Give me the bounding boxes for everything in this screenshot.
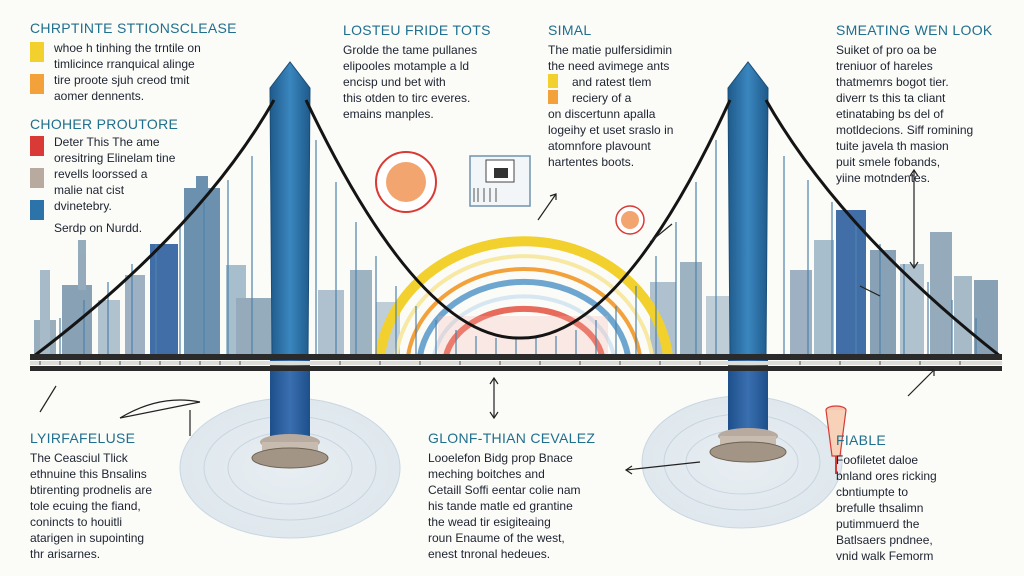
top-right-line: etinatabing bs del of [836,107,944,121]
top-center-right-line: and ratest tlem [572,75,652,89]
mid-left-line: malie nat cist [54,183,125,197]
top-right-panel: SMEATING WEN LOOK Suiket of pro oa be tr… [836,22,1016,186]
bottom-center-line: roun Enaume of the west, [428,531,565,545]
bottom-center-line: Cetaill Soffi eentar colie nam [428,483,581,497]
bottom-center-line: his tande matle ed grantine [428,499,573,513]
bottom-left-line: ethnuine this Bnsalins [30,467,147,481]
top-right-line: treniuor of hareles [836,59,933,73]
top-right-line: Suiket of pro oa be [836,43,937,57]
orange-swatch [30,74,44,94]
bottom-right-line: Batlsaers pndnee, [836,533,933,547]
dimension-arrows [39,168,935,475]
taupe-swatch [30,168,44,188]
top-center-right-panel: SIMAL The matie pulfersidimin the need a… [548,22,728,170]
suspender-cables [59,140,977,356]
top-left-line: timlicince rranquical alinge [54,57,195,71]
small-orange-circle-icon [615,205,645,235]
orange-circle-icon [375,151,437,213]
red-swatch [30,136,44,156]
bottom-right-heading: FIABLE [836,432,887,448]
skyline-left [34,176,272,356]
mid-left-panel: CHOHER PROUTORE [30,116,250,136]
bottom-right-line: brefulle thsalimn [836,501,924,515]
mid-left-line: oresitring Elinelam tine [54,151,176,165]
top-center-heading: LOSTEU FRIDE TOTS [343,22,491,38]
yellow-swatch [30,42,44,62]
bottom-right-panel: FIABLE Foofiletet daloe bnland ores rick… [836,432,1016,564]
top-center-line: this otden to tirc everes. [343,91,471,105]
main-cables [33,99,1001,358]
top-center-panel: LOSTEU FRIDE TOTS Grolde the tame pullan… [343,22,533,122]
top-left-panel: CHRPTINTE STTIONSCLEASE [30,20,250,40]
top-right-line: tuite javela th masion [836,139,949,153]
bottom-right-line: Foofiletet daloe [836,453,919,467]
mid-left-line: revells loorssed a [54,167,148,181]
bottom-right-line: bnland ores ricking [836,469,937,483]
bottom-left-line: atarigen in supointing [30,531,145,545]
mid-left-line: Deter This The ame [54,135,160,149]
bottom-right-line: putimmuerd the [836,517,920,531]
bottom-left-line: conincts to houitli [30,515,123,529]
top-center-right-line: the need avimege ants [548,59,670,73]
top-left-line: tire proote sjuh creod tmit [54,73,190,87]
top-right-heading: SMEATING WEN LOOK [836,22,993,38]
bottom-left-line: btirenting prodnelis are [30,483,153,497]
top-right-line: puit smele fobands, [836,155,941,169]
bottom-left-line: tole ecuing the fiand, [30,499,141,513]
skyline-right [790,210,998,356]
top-right-line: yiine motndentes. [836,171,931,185]
bottom-right-line: vnid walk Femorm [836,549,934,563]
bottom-center-line: enest tnronal hedeues. [428,547,551,561]
bottom-left-line: thr arisarnes. [30,547,101,561]
top-left-heading: CHRPTINTE STTIONSCLEASE [30,20,237,36]
top-center-right-line: on discertunn apalla [548,107,656,121]
bottom-center-line: Looelefon Bidg prop Bnace [428,451,573,465]
bottom-center-line: the wead tir esigiteaing [428,515,551,529]
mid-left-line: Serdp on Nurdd. [54,221,143,235]
mid-left-line: dvinetebry. [54,199,112,213]
bridge-deck [30,354,1002,371]
top-left-key: whoe h tinhing the trntile on timlicince… [30,40,250,104]
top-center-right-line: hartentes boots. [548,155,635,169]
top-center-line: emains manples. [343,107,434,121]
top-center-line: encisp und bet with [343,75,446,89]
bottom-center-line: meching boitches and [428,467,545,481]
bottom-right-line: cbntiumpte to [836,485,909,499]
bottom-left-line: The Ceasciul Tlick [30,451,128,465]
top-center-right-line: logeihy et uset sraslo in [548,123,674,137]
bottom-left-panel: LYIRFAFELUSE The Ceasciul Tlick ethnuine… [30,430,210,562]
bottom-center-heading: GLONF-THIAN CEVALEZ [428,430,596,446]
mid-left-heading: CHOHER PROUTORE [30,116,179,132]
top-center-right-line: atomnfore plavount [548,139,651,153]
top-left-line: whoe h tinhing the trntile on [54,41,201,55]
blue-swatch [30,200,44,220]
bottom-center-panel: GLONF-THIAN CEVALEZ Looelefon Bidg prop … [428,430,628,562]
top-right-line: thatmemrs bogot tier. [836,75,949,89]
top-left-line: aomer dennents. [54,89,145,103]
mid-left-key: Deter This The ame oresitring Elinelam t… [30,134,250,236]
orange-swatch [548,90,558,104]
yellow-swatch [548,74,558,88]
top-center-right-line: The matie pulfersidimin [548,43,673,57]
control-panel-icon [469,155,531,207]
top-center-line: elipooles motample a ld [343,59,470,73]
bottom-left-heading: LYIRFAFELUSE [30,430,136,446]
top-right-line: diverr ts this ta cliant [836,91,946,105]
top-right-line: motldecions. Siff romining [836,123,974,137]
top-center-right-heading: SIMAL [548,22,592,38]
cable-sample-icon [825,405,847,474]
top-center-right-line: reciery of a [572,91,632,105]
top-center-line: Grolde the tame pullanes [343,43,478,57]
